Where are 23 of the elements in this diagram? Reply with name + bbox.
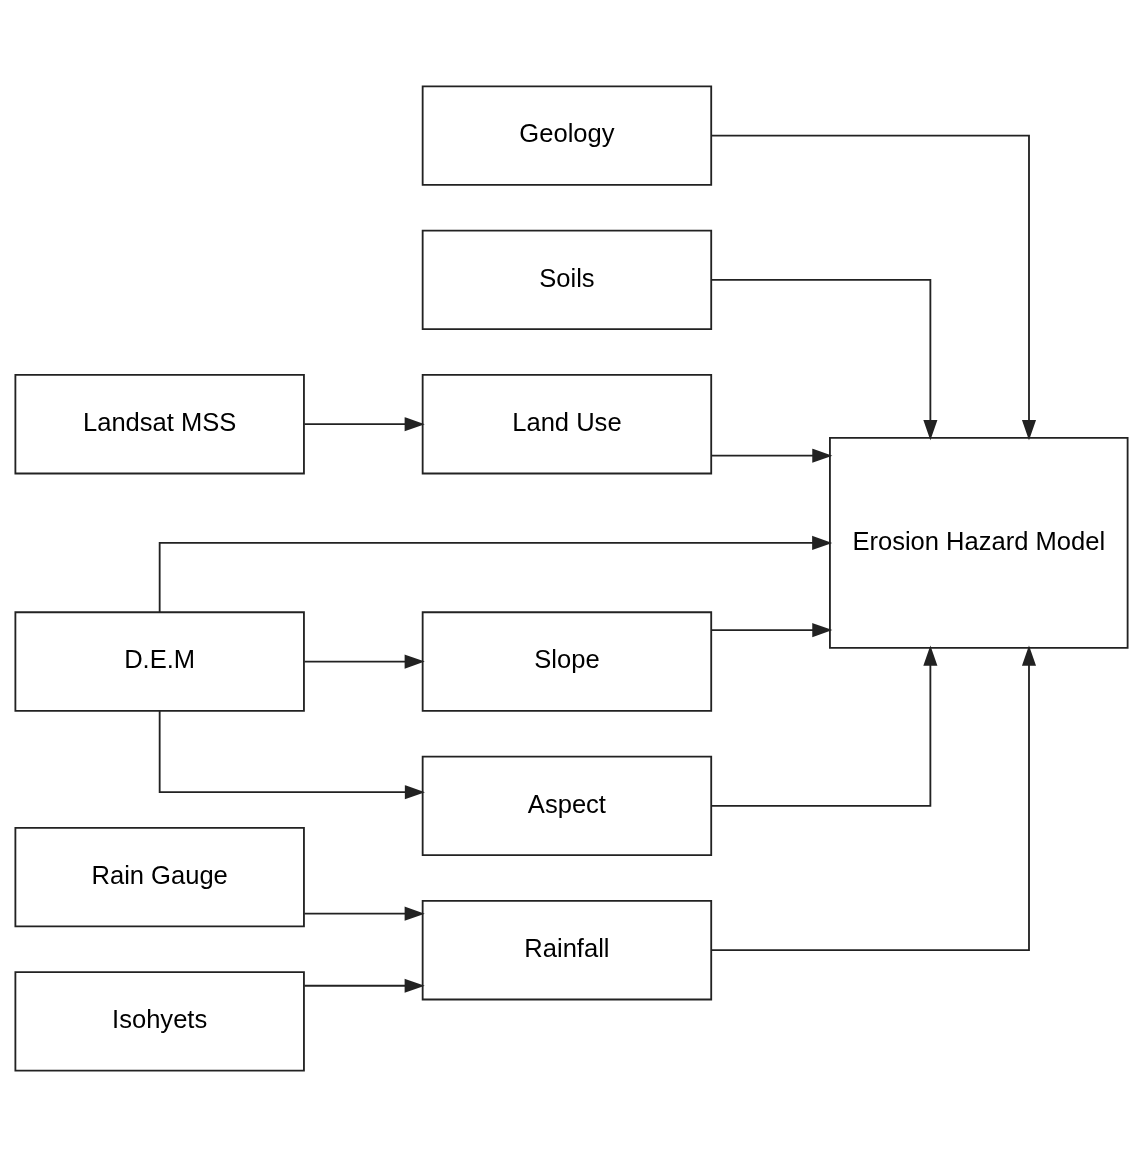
node-box: Rain Gauge	[14, 826, 305, 927]
arrow	[303, 978, 425, 993]
node-box: Erosion Hazard Model	[829, 436, 1129, 649]
arrow	[303, 906, 425, 921]
node-box: Soils	[421, 229, 713, 330]
node-box: Aspect	[421, 755, 713, 856]
node-box: Slope	[421, 610, 713, 712]
arrow	[303, 654, 425, 669]
arrow	[710, 645, 1037, 951]
node-box: Land Use	[421, 373, 713, 474]
arrow	[303, 416, 425, 431]
arrow	[158, 535, 833, 613]
node-box: Geology	[421, 84, 713, 186]
node-box: D.E.M	[14, 610, 305, 712]
arrow	[158, 709, 425, 799]
arrow	[710, 134, 1037, 440]
arrow	[710, 278, 938, 440]
node-box: Landsat MSS	[14, 373, 305, 474]
node-box: Rainfall	[421, 899, 713, 1000]
arrow	[710, 448, 833, 463]
arrow	[710, 645, 938, 807]
arrow	[710, 622, 833, 637]
node-box: Isohyets	[14, 970, 305, 1072]
